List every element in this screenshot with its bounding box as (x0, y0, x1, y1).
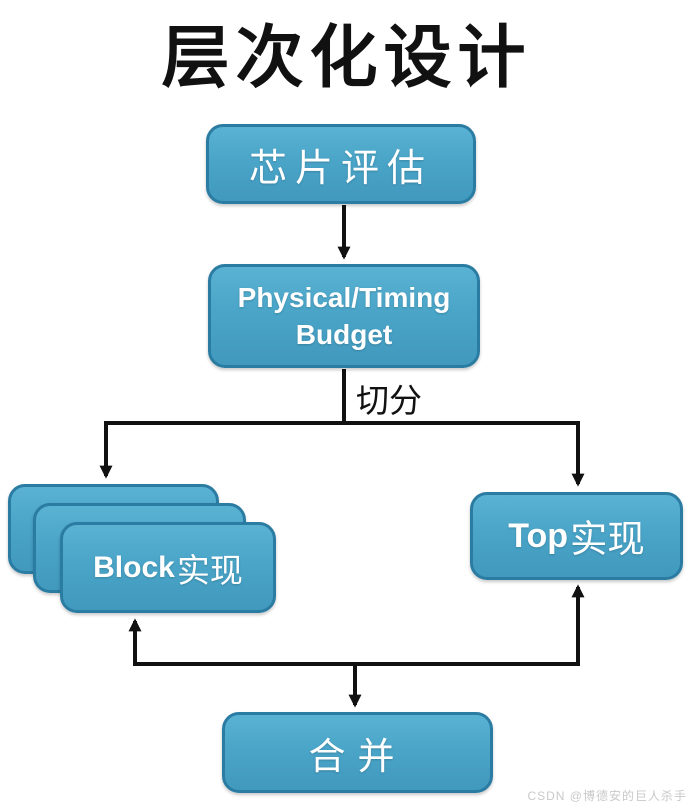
node-budget-label-line2: Budget (295, 319, 393, 350)
node-chip-evaluation-label: 芯片评估 (248, 147, 433, 190)
page-title: 层次化设计 (161, 20, 532, 96)
node-merge-label: 合并 (308, 736, 407, 778)
node-merge: 合并 (222, 712, 493, 793)
node-top-label-en: Top (508, 516, 568, 555)
edge-label-split: 切分 (356, 384, 422, 420)
node-block-label-en: Block (93, 550, 175, 584)
watermark: CSDN @博德安的巨人杀手 (527, 789, 687, 803)
node-top-implementation: Top 实现 (470, 492, 683, 580)
node-block-label-cn: 实现 (176, 553, 243, 590)
node-physical-timing-budget: Physical/Timing Budget (208, 264, 480, 368)
node-top-label-cn: 实现 (570, 520, 645, 561)
node-budget-label-line1: Physical/Timing (237, 281, 451, 313)
node-chip-evaluation: 芯片评估 (206, 124, 476, 204)
node-block-implementation: Block 实现 (60, 522, 276, 613)
